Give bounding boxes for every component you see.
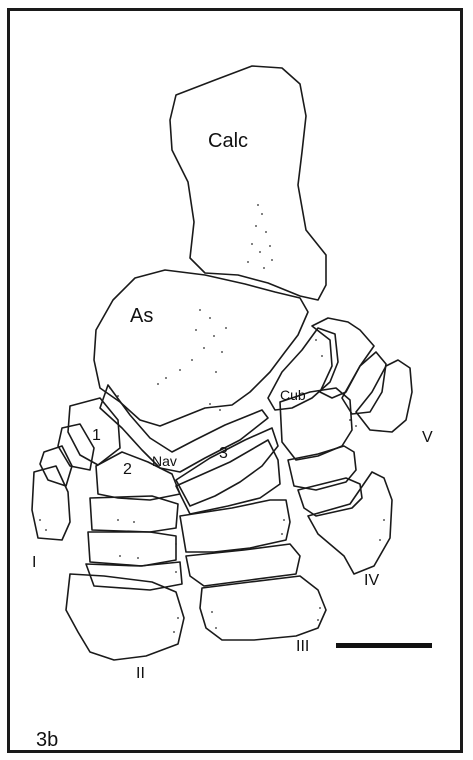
figure-label: 3b: [36, 729, 58, 751]
label-digit-v: V: [422, 429, 433, 446]
label-cuneiform-2: 2: [123, 461, 132, 478]
label-cub: Cub: [280, 387, 306, 403]
astragalus-bone: [94, 270, 308, 426]
digit-iii-segment-3: [186, 544, 300, 586]
label-digit-iii: III: [296, 638, 309, 655]
label-as: As: [130, 305, 153, 327]
stippling: [39, 204, 385, 633]
label-digit-ii: II: [136, 665, 145, 682]
label-digit-i: I: [32, 554, 36, 571]
label-cuneiform-1: 1: [92, 427, 101, 444]
calcaneus-bone: [170, 66, 326, 300]
digit-i-phalanx-c: [32, 466, 70, 540]
digit-v-segment-3: [356, 360, 412, 432]
digit-iii-segment-4: [200, 576, 326, 640]
label-digit-iv: IV: [364, 572, 379, 589]
digit-iii-segment-1: [176, 440, 280, 514]
digit-ii-segment-2: [88, 532, 176, 566]
digit-iv-segment-4: [308, 472, 392, 574]
label-cuneiform-3: 3: [219, 445, 228, 462]
label-calc: Calc: [208, 130, 248, 152]
label-nav: Nav: [152, 453, 177, 469]
digit-ii-segment-1: [90, 496, 178, 532]
cuneiform-3-bone: [176, 428, 278, 506]
digit-iii-segment-2: [180, 500, 290, 552]
scale-bar: [336, 643, 432, 648]
